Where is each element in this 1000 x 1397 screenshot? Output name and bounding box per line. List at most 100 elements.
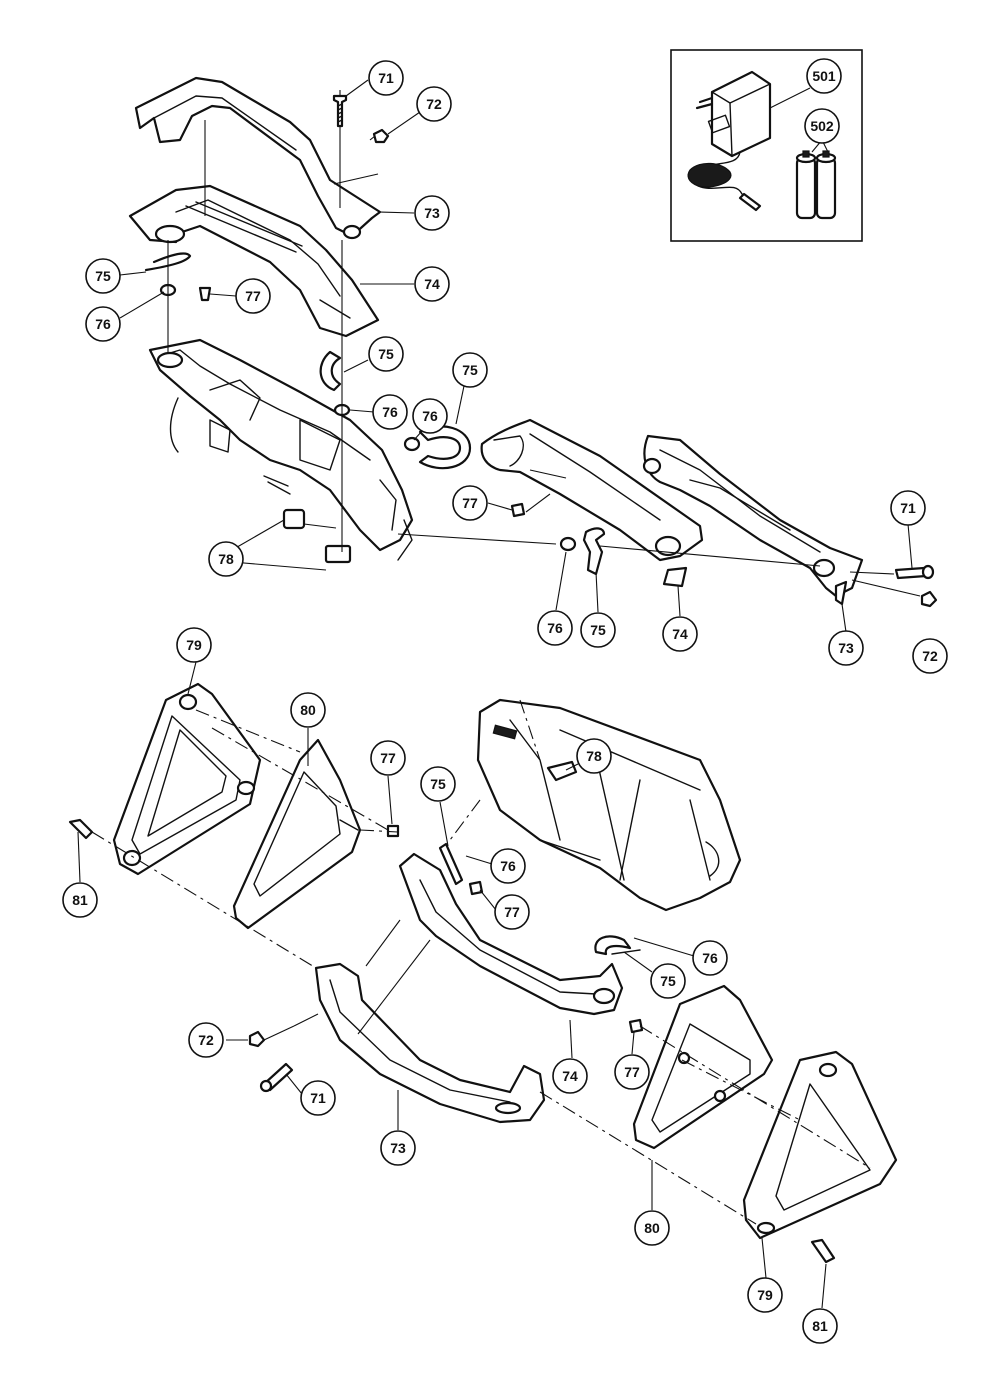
- callout-75: 75: [85, 258, 121, 294]
- callout-71: 71: [890, 490, 926, 526]
- callout-79: 79: [747, 1277, 783, 1313]
- callout-71: 71: [300, 1080, 336, 1116]
- callout-81: 81: [62, 882, 98, 918]
- lower-frame-assembly: [68, 682, 898, 1264]
- callout-label: 80: [300, 702, 316, 718]
- callout-75: 75: [368, 336, 404, 372]
- callout-label: 76: [382, 404, 398, 420]
- callout-75: 75: [580, 612, 616, 648]
- callout-label: 81: [72, 892, 88, 908]
- callout-74: 74: [414, 266, 450, 302]
- frame-79-right: [742, 1050, 898, 1240]
- callout-76: 76: [412, 398, 448, 434]
- callout-label: 75: [462, 362, 478, 378]
- callout-label: 81: [812, 1318, 828, 1334]
- screw-77-d: [468, 880, 484, 896]
- frame-80-left: [232, 738, 362, 930]
- callout-76: 76: [85, 306, 121, 342]
- callout-78: 78: [208, 541, 244, 577]
- screw-77-e: [628, 1018, 644, 1034]
- callout-label: 77: [624, 1064, 640, 1080]
- callout-74: 74: [662, 616, 698, 652]
- body-housing-lower: [476, 698, 742, 912]
- callout-73: 73: [828, 630, 864, 666]
- screw-77-a: [198, 286, 212, 302]
- callout-label: 73: [390, 1140, 406, 1156]
- callout-77: 77: [452, 485, 488, 521]
- bolt-81-left: [68, 818, 94, 840]
- callout-75: 75: [420, 766, 456, 802]
- callout-78: 78: [576, 738, 612, 774]
- callout-label: 502: [810, 118, 834, 134]
- callout-77: 77: [370, 740, 406, 776]
- callout-72: 72: [416, 86, 452, 122]
- clip-75-b: [319, 350, 342, 392]
- charger-drawing: [687, 70, 772, 212]
- callout-label: 76: [702, 950, 718, 966]
- callout-label: 77: [462, 495, 478, 511]
- clip-78-lower: [546, 760, 578, 782]
- handle-73-lower: [314, 962, 546, 1124]
- callout-label: 77: [380, 750, 396, 766]
- callout-label: 71: [310, 1090, 326, 1106]
- callout-label: 73: [424, 205, 440, 221]
- callout-label: 75: [378, 346, 394, 362]
- callout-label: 75: [95, 268, 111, 284]
- bolt-71-right: [894, 566, 928, 580]
- callout-76: 76: [537, 610, 573, 646]
- callout-73: 73: [414, 195, 450, 231]
- clip-75-e: [438, 842, 464, 886]
- battery-drawing: [795, 150, 837, 220]
- callout-501: 501: [806, 58, 842, 94]
- callout-81: 81: [802, 1308, 838, 1344]
- callout-label: 76: [95, 316, 111, 332]
- callout-73: 73: [380, 1130, 416, 1166]
- callout-77: 77: [614, 1054, 650, 1090]
- bolt-81-right: [810, 1238, 836, 1264]
- callout-label: 72: [198, 1032, 214, 1048]
- nut-72-right: [920, 590, 938, 608]
- callout-80: 80: [634, 1210, 670, 1246]
- callout-label: 77: [504, 904, 520, 920]
- callout-label: 78: [218, 551, 234, 567]
- nut-72-lower: [248, 1030, 266, 1048]
- callout-74: 74: [552, 1058, 588, 1094]
- callout-label: 74: [562, 1068, 578, 1084]
- callout-label: 79: [757, 1287, 773, 1303]
- grip-74-mid: [480, 418, 704, 562]
- callout-72: 72: [188, 1022, 224, 1058]
- callout-label: 72: [922, 648, 938, 664]
- callout-label: 74: [672, 626, 688, 642]
- screw-77-b: [510, 502, 526, 518]
- callout-label: 75: [430, 776, 446, 792]
- frame-80-right: [632, 984, 774, 1150]
- callout-label: 75: [590, 622, 606, 638]
- upper-handle-assembly: [128, 76, 414, 564]
- callout-label: 78: [586, 748, 602, 764]
- callout-label: 71: [900, 500, 916, 516]
- bolt-71-top: [332, 94, 348, 128]
- callout-77: 77: [235, 278, 271, 314]
- callout-75: 75: [452, 352, 488, 388]
- callout-76: 76: [692, 940, 728, 976]
- callout-label: 501: [812, 68, 836, 84]
- callout-label: 72: [426, 96, 442, 112]
- callout-label: 76: [547, 620, 563, 636]
- callout-label: 76: [500, 858, 516, 874]
- handle-body-upper: [148, 338, 414, 552]
- callout-label: 79: [186, 637, 202, 653]
- clip-75-d: [582, 527, 606, 576]
- handle-73-side: [643, 434, 864, 598]
- callout-79: 79: [176, 627, 212, 663]
- callout-label: 73: [838, 640, 854, 656]
- callout-label: 77: [245, 288, 261, 304]
- clip-75-c: [418, 425, 472, 470]
- callout-label: 80: [644, 1220, 660, 1236]
- nut-72-top: [372, 128, 390, 144]
- callout-labels: 71 72 73 74 75 77 76 75 76 76 75 77 78 7…: [62, 58, 948, 1344]
- callout-label: 76: [422, 408, 438, 424]
- clip-75-f: [594, 935, 632, 956]
- handle-73-upper: [134, 76, 382, 238]
- callout-72: 72: [912, 638, 948, 674]
